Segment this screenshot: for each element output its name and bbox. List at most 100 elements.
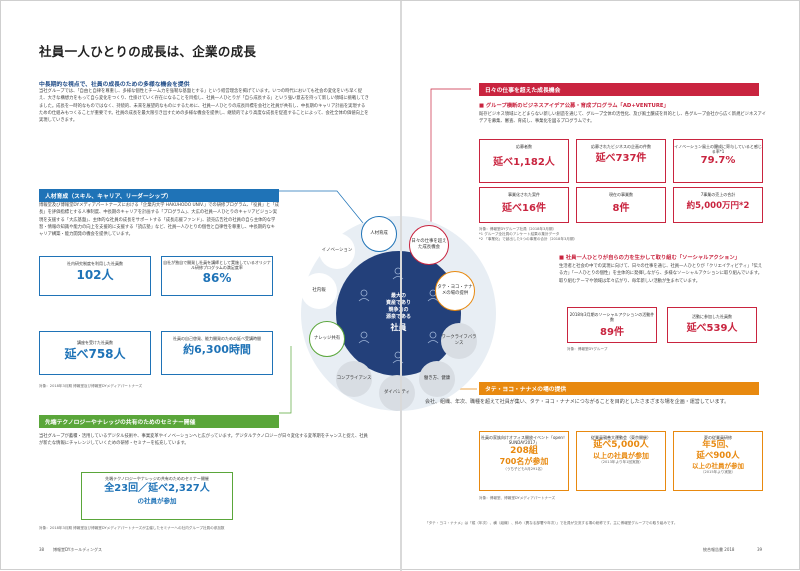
seminar-text: 当社グループが蓄積・活用しているデジタル技術や、事業変革やイノベーションへと広が… <box>39 434 368 447</box>
social-note: 対象：博報堂DYグループ <box>567 347 608 351</box>
stat-label: 応募者数 <box>516 144 532 149</box>
stat-card-research: 社内研究制度を利用した社員数 102人 <box>39 256 151 296</box>
bottom-note: 「タテ・ヨコ・ナナメ」は「縦（年次）、横（組織）、斜め（異なる部署や年次）」で社… <box>425 521 678 525</box>
stat-value: 以上の社員が参加 <box>692 461 744 470</box>
people-icons <box>358 267 439 364</box>
growth-stat-revenue: 7事業の売上の合計 約5,000万円*2 <box>673 187 763 223</box>
stat-label: 7事業の売上の合計 <box>700 192 736 197</box>
seminar-section-bar: 先端テクノロジーやナレッジの共有のためのセミナー開催 <box>39 415 279 428</box>
growth-stat-commercialized: 事業化された案件 延べ16件 <box>479 187 569 223</box>
stat-value: 102人 <box>76 268 114 283</box>
stat-card-hours: 社員の自己啓発、能力開発のための延べ受講時間 約6,300時間 <box>161 331 273 375</box>
stat-value: 以上の社員が参加 <box>593 451 649 460</box>
stat-label: 社員の自己啓発、能力開発のための延べ受講時間 <box>173 336 261 341</box>
node-work-life: ワークライフバランス <box>441 323 477 359</box>
stat-note: （2013年より年1回実施） <box>599 460 643 465</box>
stat-value: 延べ5,000人 <box>593 440 649 451</box>
intro-text: 当社グループでは、「自由と自律を尊重し、多様な個性とチーム力を強靭な基盤とする」… <box>39 89 369 124</box>
place-stat-family: 社員の家族向けオフィス開放イベント「open！SUNDAY2017」 208組 … <box>479 431 569 491</box>
growth-text: 既存ビジネス領域にとどまらない新しい創造を通じて、グループ全体の活性化、及び風土… <box>479 112 766 125</box>
stat-value: 約5,000万円*2 <box>686 201 750 212</box>
place-section-bar: タテ・ヨコ・ナナメの場の提供 <box>479 382 759 395</box>
hr-section-text: 博報堂及び博報堂DYメディアパートナーズにおける「企業内大学 HAKUHODO … <box>39 203 279 238</box>
stat-label: 夏の従業員研修 <box>704 435 732 440</box>
social-text: 生活者と社会の中での実現に向けて、日々の仕事を通じ、社員一人ひとりが「クリエイテ… <box>559 264 763 284</box>
footer-left: 博報堂DYホールディングス <box>53 547 103 552</box>
stat-label: 2018年3月期のソーシャルアクションの活動件数 <box>569 312 655 323</box>
stat-value: 延べ16件 <box>502 203 546 215</box>
stat-note: （2015年より実施） <box>700 469 736 474</box>
hub-line: 資産であり <box>386 300 411 307</box>
stat-value: 延べ1,182人 <box>493 157 555 169</box>
stat-card-attendees: 講座を受けた社員数 延べ758人 <box>39 331 151 375</box>
stat-label: 活動に参加した社員数 <box>692 314 732 319</box>
growth-note1: 対象：博報堂DYグループ社員（2018年3月期） <box>479 227 557 231</box>
stat-label: 講座を受けた社員数 <box>77 340 113 345</box>
node-knowledge: ナレッジ共有 <box>309 321 345 357</box>
stat-value: 89件 <box>600 326 624 338</box>
growth-stat-ideas: 応募されたビジネスの企画の件数 延べ737件 <box>576 139 666 183</box>
page-number-left: 38 <box>39 547 45 552</box>
page-number-right: 39 <box>757 547 763 552</box>
seminar-stat-card: 先端テクノロジーやナレッジの共有のためのセミナー開催 全23回／延べ2,327人… <box>81 472 233 520</box>
hub-main-label: 社員 <box>390 323 407 333</box>
seminar-stat-label: 先端テクノロジーやナレッジの共有のためのセミナー開催 <box>105 476 209 481</box>
growth-sub: ■ グループ横断のビジネスアイデア公募・育成プログラム「AD+VENTURE」 <box>479 103 669 109</box>
stat-label: 従業員親善大運動会（東京開催） <box>591 435 651 440</box>
page-gutter <box>400 1 402 571</box>
stat-value: 86% <box>202 270 232 285</box>
node-workstyle: 働き方、健康 <box>419 361 455 397</box>
hub-line: 最大の <box>390 293 406 300</box>
growth-stat-culture: イノベーション風土の醸成に寄与していると感じる率*1 79.7% <box>673 139 763 183</box>
stat-value: 年5回、 <box>702 440 734 451</box>
growth-note3: *2 「事業化」で創出した5つの事業の合計（2018年3月期） <box>479 237 578 241</box>
intro-heading: 中長期的な視点で、社員の成長のための多様な機会を提供 <box>39 82 190 88</box>
node-hr: 人材育成 <box>361 216 397 252</box>
node-compliance: コンプライアンス <box>336 361 372 397</box>
stat-card-satisfaction: 自社が独自で開発し社員を講師として実施しているオリジナル研修プログラムの満足度率… <box>161 256 273 296</box>
stat-value: 約6,300時間 <box>183 343 251 357</box>
stat-label: 現在の事業数 <box>609 192 633 197</box>
stat-label: 社内研究制度を利用した社員数 <box>67 261 123 266</box>
node-place: タテ・ヨコ・ナナメの場の提供 <box>435 271 475 311</box>
stat-label: 自社が独自で開発し社員を講師として実施しているオリジナル研修プログラムの満足度率 <box>163 260 271 271</box>
stat-value: 延べ737件 <box>595 153 647 165</box>
seminar-note: 対象：2018年3月期 博報堂及び博報堂DYメディアパートナーズが主催したセミナ… <box>39 526 225 530</box>
hr-section-bar: 人材育成（スキル、キャリア、リーダーシップ） <box>39 189 279 202</box>
stat-value: 79.7% <box>700 154 736 166</box>
node-growth: 日々の仕事を超えた成長機会 <box>409 225 449 265</box>
stat-value: 延べ758人 <box>64 347 126 362</box>
stat-label: 社員の家族向けオフィス開放イベント「open！SUNDAY2017」 <box>481 435 567 446</box>
stat-value: 700名が参加 <box>499 457 549 467</box>
stat-value: 延べ539人 <box>686 323 738 335</box>
stat-note: （うち子ども5月291名） <box>503 467 545 472</box>
seminar-stat-value2: の社員が参加 <box>137 497 177 505</box>
stat-value: 延べ900人 <box>696 451 740 462</box>
seminar-stat-value: 全23回／延べ2,327人 <box>104 483 210 494</box>
growth-stat-applicants: 応募者数 延べ1,182人 <box>479 139 569 183</box>
stat-value: 8件 <box>612 203 630 215</box>
footer-right: 統合報告書 2018 <box>703 547 735 552</box>
stat-label: 事業化された案件 <box>508 192 540 197</box>
hub-line: 競争力の <box>388 306 409 313</box>
growth-stat-businesses: 現在の事業数 8件 <box>576 187 666 223</box>
hub-circle: 最大の 資産であり 競争力の 源泉である 社員 <box>336 251 461 376</box>
hub-line: 源泉である <box>386 313 411 320</box>
social-stat-actions: 2018年3月期のソーシャルアクションの活動件数 89件 <box>567 307 657 343</box>
place-stat-sports: 従業員親善大運動会（東京開催） 延べ5,000人 以上の社員が参加 （2013年… <box>576 431 666 491</box>
place-text: 会社、組織、年次、職種を超えて社員が集い、タテ・ヨコ・ナナメにつながることを目的… <box>425 399 730 405</box>
place-note: 対象：博報堂、博報堂DYメディアパートナーズ <box>479 496 556 500</box>
place-stat-summer: 夏の従業員研修 年5回、 延べ900人 以上の社員が参加 （2015年より実施） <box>673 431 763 491</box>
stat-label: イノベーション風土の醸成に寄与していると感じる率*1 <box>674 144 762 155</box>
social-sub: ■ 社員一人ひとりが自らの力を生かして取り組む「ソーシャルアクション」 <box>559 255 740 261</box>
node-innovation: イノベーション <box>319 233 355 269</box>
node-newsletter: 社内報 <box>301 273 337 309</box>
page-title: 社員一人ひとりの成長は、企業の成長 <box>39 44 257 59</box>
growth-section-bar: 日々の仕事を超えた成長機会 <box>479 83 759 96</box>
stats-note: 対象：2018年3月期 博報堂及び博報堂DYメディアパートナーズ <box>39 384 143 388</box>
social-stat-participants: 活動に参加した社員数 延べ539人 <box>667 307 757 343</box>
stat-value: 208組 <box>510 445 538 456</box>
node-diversity: ダイバシティ <box>379 375 415 411</box>
growth-note2: *1 グループ全社員のアンケート結果の集計データ <box>479 232 560 236</box>
